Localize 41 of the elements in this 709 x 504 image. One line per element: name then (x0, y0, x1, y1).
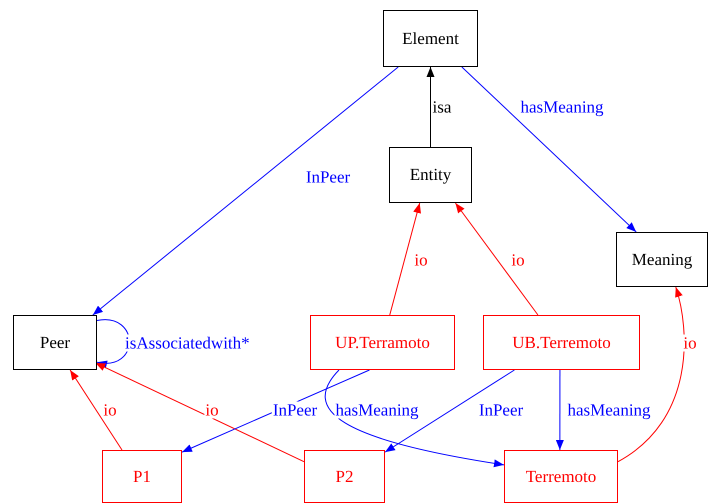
edge-label: hasMeaning (566, 402, 652, 418)
node-label: Peer (40, 332, 70, 354)
node-label: Meaning (632, 248, 692, 270)
node-label: UB.Terremoto (512, 332, 611, 354)
node-label: UP.Terramoto (335, 332, 430, 354)
node-box (483, 315, 640, 370)
node-box (102, 450, 182, 503)
edge-label: io (413, 252, 429, 268)
edge-label: isa (432, 98, 452, 116)
node-label: Entity (410, 164, 452, 186)
arrow (556, 370, 564, 450)
node-label: Terremoto (526, 466, 596, 488)
edge-label: io (204, 402, 220, 418)
edge-label: io (102, 402, 118, 418)
node-label: P2 (336, 466, 354, 488)
arrow (454, 202, 538, 316)
edge-label: hasMeaning (519, 98, 605, 116)
arrow (70, 370, 122, 450)
node-label: Element (402, 28, 459, 50)
edge-label: InPeer (272, 402, 318, 418)
edge-label: hasMeaning (334, 402, 420, 418)
node-box (310, 315, 455, 370)
node-box (389, 147, 472, 203)
node-box (616, 232, 708, 287)
edge-label: io (510, 252, 526, 268)
edge-label: isAssociatedwith* (124, 334, 251, 352)
arrow (92, 66, 399, 316)
node-box (504, 450, 618, 503)
node-box (383, 10, 478, 67)
edge-label: io (682, 334, 698, 352)
arrow (618, 286, 685, 462)
node-box (13, 315, 97, 370)
node-box (304, 450, 385, 503)
edge-label: InPeer (478, 402, 524, 418)
arrow (461, 66, 637, 232)
arrow (426, 66, 434, 148)
arrow (324, 370, 504, 468)
edge-label: InPeer (304, 168, 352, 186)
node-label: P1 (133, 466, 151, 488)
arrow (389, 202, 421, 316)
arrow (384, 370, 515, 453)
